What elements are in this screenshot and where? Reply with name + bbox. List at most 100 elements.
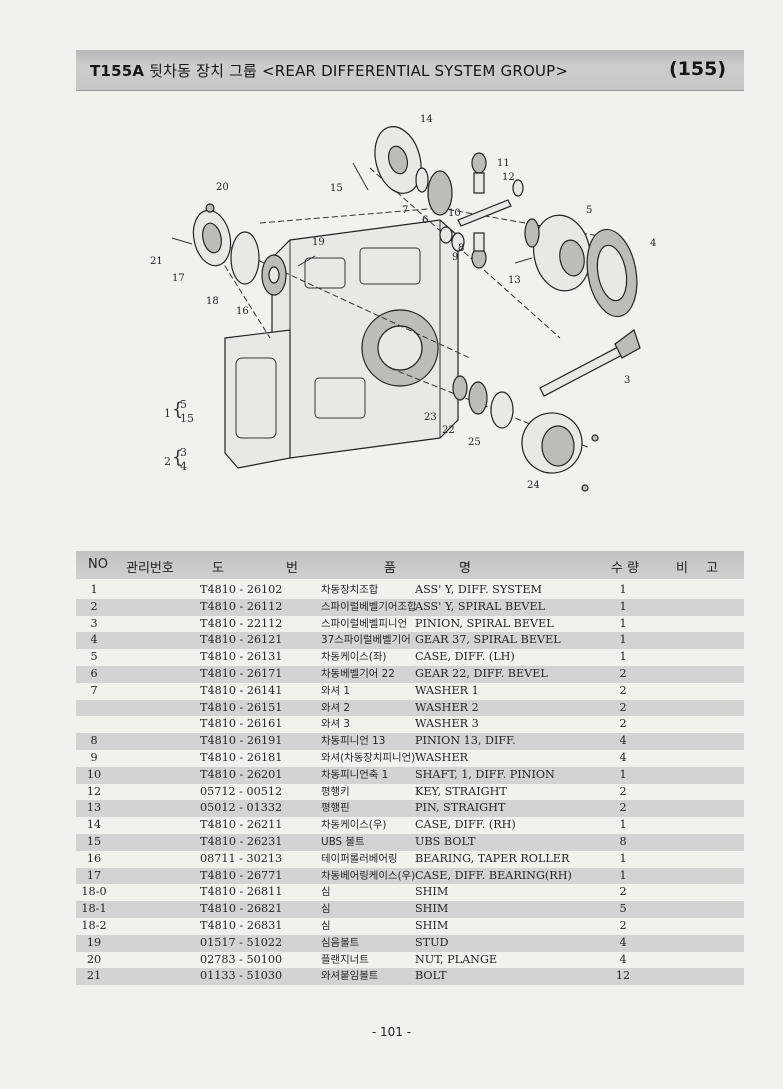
row-quantity: 2	[619, 666, 627, 680]
bearing-case-lower	[521, 412, 583, 474]
row-name-en: PINION 13, DIFF.	[415, 734, 516, 748]
row-quantity: 5	[619, 902, 627, 916]
row-part-code: 05712 - 00512	[200, 784, 283, 798]
row-name-en: SHAFT, 1, DIFF. PINION	[415, 767, 555, 781]
callout-5: 5	[586, 205, 592, 216]
callout-4: 4	[650, 238, 656, 249]
straight-pin	[514, 257, 533, 264]
callout-11: 11	[497, 158, 510, 169]
row-part-code: T4810 - 26121	[200, 633, 283, 647]
row-name-kr: 심	[321, 886, 331, 899]
row-part-code: 05012 - 01332	[200, 801, 283, 815]
bolt-side	[591, 434, 599, 442]
shim-part	[230, 231, 260, 285]
row-name-en: PIN, STRAIGHT	[415, 801, 506, 815]
exploded-parts-diagram: 14 11 15 12 7 6 10 5 20 8 9 19 21 17 13 …	[150, 114, 656, 492]
row-quantity: 1	[619, 851, 627, 865]
row-no: 12	[86, 784, 102, 798]
brace-icon: {	[172, 399, 184, 420]
note-a: 3	[180, 446, 187, 459]
row-part-code: T4810 - 26141	[200, 683, 283, 697]
callout-23: 23	[424, 412, 437, 423]
callout-20: 20	[216, 182, 229, 193]
row-no: 6	[90, 666, 98, 680]
row-no: 2	[90, 599, 98, 613]
row-name-kr: 테이퍼롤러베어링	[321, 852, 398, 865]
row-quantity: 1	[619, 868, 627, 882]
bearing-case-rh	[192, 209, 232, 267]
row-name-en: CASE, DIFF. (LH)	[415, 650, 515, 664]
row-name-en: WASHER 1	[415, 683, 479, 697]
table-header: NO 관리번호 도 번 품 명 수 량 비 고	[76, 551, 744, 579]
row-part-code: 02783 - 50100	[200, 952, 283, 966]
row-name-en: SHIM	[415, 885, 449, 899]
col-myeong: 명	[459, 561, 471, 576]
row-name-en: STUD	[415, 935, 449, 949]
col-mgmt-no: 관리번호	[126, 561, 174, 576]
page-header: T155A 뒷차동 장치 그룹 <REAR DIFFERENTIAL SYSTE…	[76, 50, 744, 91]
callout-19: 19	[312, 237, 325, 248]
shaft-key-part	[473, 172, 485, 194]
row-no: 17	[86, 868, 102, 882]
row-part-code: 08711 - 30213	[200, 851, 283, 865]
col-remarks: 비 고	[676, 561, 719, 576]
row-quantity: 8	[619, 834, 627, 848]
callout-22: 22	[442, 425, 455, 436]
row-quantity: 2	[619, 784, 627, 798]
group-page-code: (155)	[668, 58, 726, 80]
row-name-en: ASS' Y, SPIRAL BEVEL	[415, 599, 546, 613]
bevel-gear-part	[427, 170, 453, 216]
row-part-code: T4810 - 26831	[200, 918, 283, 932]
row-no: 18-0	[81, 885, 107, 899]
col-quantity: 수 량	[611, 561, 640, 576]
row-no: 14	[86, 818, 102, 832]
row-name-kr: 심음볼트	[321, 936, 360, 949]
washer-12	[512, 179, 524, 197]
row-name-kr: 플랜지너트	[321, 953, 369, 966]
pinion-part-top	[471, 152, 487, 174]
callout-10: 10	[448, 208, 461, 219]
row-name-en: KEY, STRAIGHT	[415, 784, 507, 798]
model-code: T155A	[90, 62, 145, 80]
row-quantity: 1	[619, 633, 627, 647]
row-name-kr: 와셔 1	[321, 684, 351, 697]
row-part-code: T4810 - 26171	[200, 666, 283, 680]
row-quantity: 1	[619, 767, 627, 781]
row-name-kr: 차동피니언축 1	[321, 768, 389, 781]
page-number: - 101 -	[371, 1025, 412, 1039]
spiral-bevel-ring-gear	[586, 228, 638, 318]
callout-17: 17	[172, 273, 185, 284]
row-name-kr: 차동베어링케이스(우)	[321, 869, 416, 882]
row-name-en: BEARING, TAPER ROLLER	[415, 851, 570, 865]
row-no: 3	[90, 616, 98, 630]
row-name-en: BOLT	[415, 969, 447, 983]
row-name-kr: 평행키	[321, 785, 350, 798]
row-name-en: GEAR 37, SPIRAL BEVEL	[415, 633, 561, 647]
row-part-code: T4810 - 26821	[200, 902, 283, 916]
callout-6: 6	[422, 215, 428, 226]
row-quantity: 1	[619, 650, 627, 664]
bearing-23	[452, 375, 468, 401]
row-part-code: T4810 - 26811	[200, 885, 283, 899]
callout-24: 24	[527, 480, 540, 491]
transmission-housing	[224, 219, 459, 469]
bolt-bottom	[581, 484, 589, 492]
row-quantity: 1	[619, 616, 627, 630]
row-name-en: CASE, DIFF. (RH)	[415, 818, 516, 832]
table-row: 12 05712 - 00512 평행키 KEY, STRAIGHT 2	[76, 784, 744, 801]
row-no: 19	[86, 935, 102, 949]
callout-25: 25	[468, 437, 481, 448]
row-no: 18-2	[81, 918, 107, 932]
row-quantity: 2	[619, 918, 627, 932]
row-no: 9	[90, 750, 98, 764]
col-do: 도	[212, 561, 224, 576]
